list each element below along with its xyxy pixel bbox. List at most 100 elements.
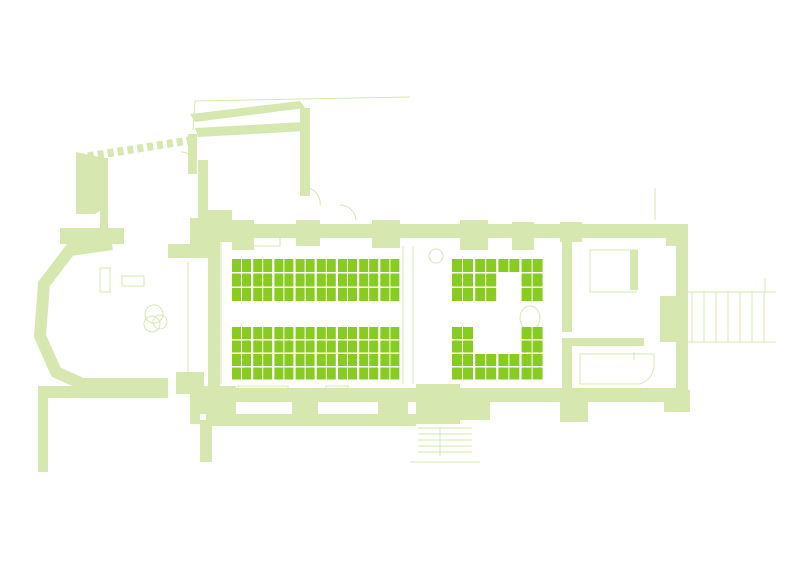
seat	[305, 288, 315, 301]
seat	[390, 354, 400, 366]
seat	[274, 273, 284, 287]
pew-group-left-upper	[232, 259, 400, 301]
seat	[452, 327, 462, 339]
seat	[253, 367, 263, 380]
seat	[369, 288, 379, 301]
seat	[348, 288, 357, 301]
seat	[463, 367, 473, 380]
seat	[380, 273, 390, 287]
seat	[338, 273, 347, 287]
seat	[452, 273, 462, 287]
seat	[295, 288, 305, 301]
seat	[232, 367, 241, 380]
seat	[284, 259, 294, 272]
seat	[452, 367, 462, 380]
seat	[521, 340, 532, 353]
seat	[232, 354, 241, 366]
east-steps	[660, 291, 776, 343]
seat	[253, 259, 263, 272]
seat	[390, 288, 400, 301]
seat	[316, 367, 326, 380]
seat	[475, 273, 486, 287]
seat	[316, 340, 326, 353]
seat	[359, 367, 369, 380]
seat	[369, 367, 379, 380]
seat	[486, 259, 497, 272]
seat	[380, 288, 390, 301]
seat	[263, 288, 273, 301]
seat	[380, 354, 390, 366]
seat	[463, 259, 473, 272]
seat	[463, 340, 473, 353]
seat	[359, 340, 369, 353]
seat	[295, 354, 305, 366]
seat	[452, 259, 462, 272]
seat	[326, 367, 336, 380]
seat	[274, 340, 284, 353]
pew-group-right-lower	[452, 327, 543, 380]
seat	[463, 354, 473, 366]
seat	[242, 340, 251, 353]
seat	[348, 367, 357, 380]
seat	[232, 259, 241, 272]
seat	[532, 367, 543, 380]
seat	[274, 288, 284, 301]
seat	[475, 367, 486, 380]
seat	[284, 273, 294, 287]
seat	[380, 340, 390, 353]
seat	[338, 354, 347, 366]
seat	[274, 327, 284, 339]
seat	[369, 273, 379, 287]
seat	[498, 354, 509, 366]
seat	[295, 367, 305, 380]
seat	[284, 367, 294, 380]
seat	[369, 340, 379, 353]
seat	[532, 327, 543, 339]
seat	[475, 288, 486, 301]
seat	[380, 259, 390, 272]
seat	[338, 327, 347, 339]
seat	[380, 367, 390, 380]
seat	[316, 327, 326, 339]
seat	[274, 354, 284, 366]
pew-group-right-upper	[452, 259, 543, 301]
seat	[498, 367, 509, 380]
seat	[284, 288, 294, 301]
seat	[452, 340, 462, 353]
seat	[359, 354, 369, 366]
seat	[326, 327, 336, 339]
seat	[521, 273, 532, 287]
seat	[253, 354, 263, 366]
seat	[390, 273, 400, 287]
seat	[305, 354, 315, 366]
seat	[390, 259, 400, 272]
seat	[509, 354, 520, 366]
seat	[338, 259, 347, 272]
pew-group-left-lower	[232, 327, 400, 380]
nave-walls	[196, 220, 690, 456]
seat	[359, 273, 369, 287]
porch-steps	[418, 427, 472, 456]
seat	[305, 327, 315, 339]
seat	[274, 259, 284, 272]
seat	[253, 273, 263, 287]
seat	[305, 259, 315, 272]
seat	[295, 327, 305, 339]
seat	[509, 367, 520, 380]
seat	[326, 273, 336, 287]
seat	[521, 327, 532, 339]
seat	[390, 340, 400, 353]
seat	[338, 340, 347, 353]
seat	[263, 327, 273, 339]
seat	[532, 354, 543, 366]
seat	[295, 340, 305, 353]
seat	[284, 327, 294, 339]
seat	[359, 288, 369, 301]
seat	[295, 273, 305, 287]
seat	[242, 273, 251, 287]
seat	[305, 367, 315, 380]
seat	[348, 259, 357, 272]
seat	[532, 288, 543, 301]
